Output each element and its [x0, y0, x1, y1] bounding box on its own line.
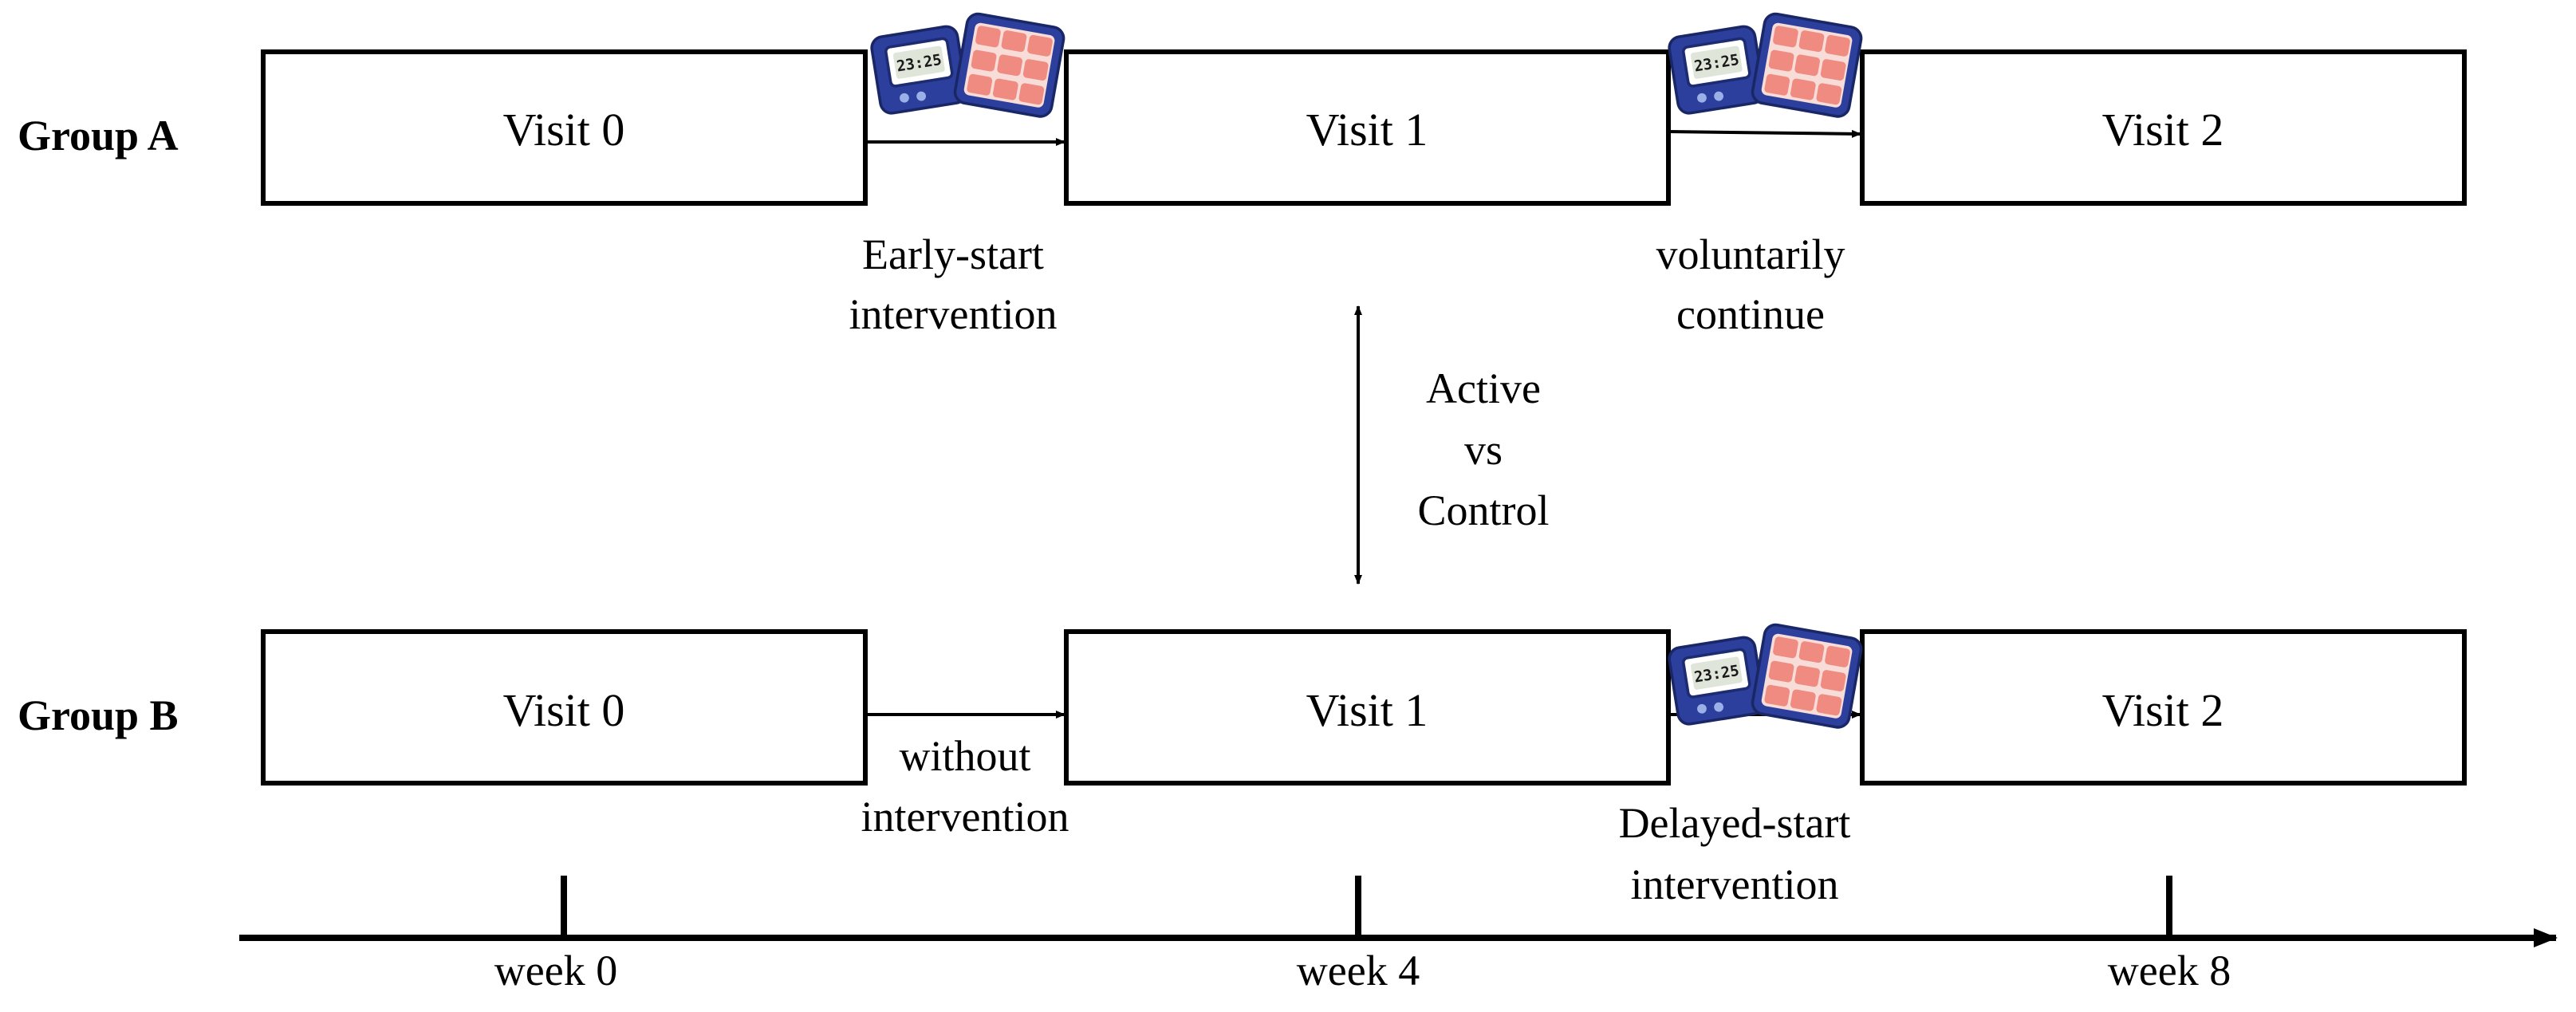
timeline-label-week-8: week 8 — [2108, 947, 2231, 994]
group-b-visit-2-box — [1860, 629, 2467, 786]
group-a-row: Group A Visit 0 Visit 1 Visit 2 Early-st… — [18, 10, 2467, 338]
group-b-pillbox-icon-delayed — [1666, 621, 1865, 730]
delayed-start-label-line-1: Delayed-start — [1619, 799, 1851, 847]
group-b-visit-1-box — [1064, 629, 1671, 786]
group-b-visit-0-box — [261, 629, 868, 786]
timeline-label-week-0: week 0 — [494, 947, 617, 994]
comparison-label-line-3: Control — [1417, 486, 1549, 534]
early-start-label-line-1: Early-start — [862, 230, 1044, 278]
group-b-row: Group B Visit 0 Visit 1 Visit 2 without … — [18, 621, 2467, 908]
voluntarily-continue-label-line-2: continue — [1676, 290, 1825, 338]
without-intervention-label-line-1: without — [899, 732, 1030, 780]
comparison-label-line-2: vs — [1464, 426, 1503, 474]
group-b-visit-1-label: Visit 1 — [1306, 684, 1428, 736]
comparison-label-line-1: Active — [1426, 364, 1541, 412]
group-b-visit-0-label: Visit 0 — [503, 684, 625, 736]
group-a-visit-1-box — [1064, 49, 1671, 206]
group-a-pillbox-icon-continue — [1666, 10, 1865, 120]
group-b-visit-2-label: Visit 2 — [2102, 684, 2224, 736]
group-a-arrow-visit-1-to-2 — [1668, 129, 1861, 138]
voluntarily-continue-label-line-1: voluntarily — [1656, 230, 1845, 278]
group-a-pillbox-icon-early — [869, 10, 1067, 120]
group-a-visit-2-label: Visit 2 — [2102, 104, 2224, 156]
group-a-visit-2-box — [1860, 49, 2467, 206]
group-a-label: Group A — [18, 112, 179, 159]
without-intervention-label-line-2: intervention — [861, 793, 1069, 841]
timeline-label-week-4: week 4 — [1297, 947, 1420, 994]
comparison: Active vs Control — [1354, 305, 1550, 585]
group-b-label: Group B — [18, 691, 179, 739]
delayed-start-label-line-2: intervention — [1631, 860, 1839, 908]
group-a-visit-0-label: Visit 0 — [503, 104, 625, 156]
timeline: week 0 week 4 week 8 — [239, 876, 2558, 994]
group-a-visit-1-label: Visit 1 — [1306, 104, 1428, 156]
group-a-visit-0-box — [261, 49, 868, 206]
early-start-label-line-2: intervention — [849, 290, 1058, 338]
